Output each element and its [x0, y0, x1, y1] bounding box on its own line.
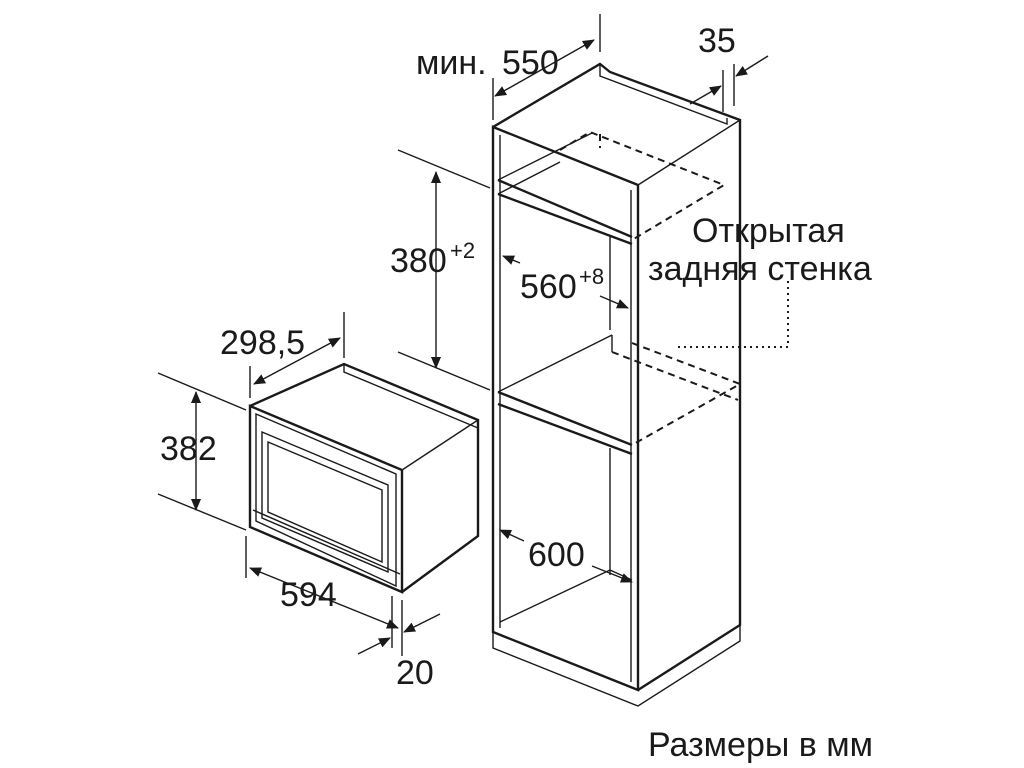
cabinet-plinth	[492, 625, 741, 707]
cabinet-top-back-lip	[599, 64, 728, 126]
open-back-upper-dashed	[559, 130, 727, 241]
mw-frame-label: 20	[396, 654, 434, 692]
niche-depth-prefix: мин.	[416, 44, 487, 82]
middle-shelf-side	[497, 334, 613, 393]
microwave-front-panel	[248, 404, 404, 594]
mw-width-label: 594	[280, 576, 337, 614]
mw-frame-arrow-left	[357, 637, 391, 655]
rear-gap-label: 35	[698, 22, 736, 60]
microwave-door	[261, 430, 389, 574]
mw-depth-extensions	[249, 312, 345, 398]
open-back-label-line2: задняя стенка	[648, 250, 872, 288]
cabinet-front-edge	[491, 125, 640, 692]
microwave-top-front-edge	[401, 419, 479, 471]
rear-gap-arrow-left	[689, 85, 722, 105]
microwave-window	[267, 440, 383, 564]
niche-height-tolerance: +2	[450, 238, 475, 263]
cabinet-width-arrow-right	[591, 565, 633, 583]
cabinet-top-front-edge	[637, 119, 741, 186]
niche-depth-arrow	[494, 39, 595, 97]
niche-width-label: 560	[520, 268, 577, 306]
niche-height-extensions	[397, 149, 491, 391]
microwave-top-edge	[343, 364, 479, 429]
open-back-leader	[678, 280, 789, 348]
microwave	[248, 362, 480, 594]
open-back-label-line1: Открытая	[692, 212, 845, 250]
lower-compartment-floor	[499, 569, 633, 623]
units-note: Размеры в мм	[648, 726, 873, 764]
upper-shelf-bottom	[497, 192, 633, 246]
middle-shelf-front	[497, 390, 633, 447]
cabinet-width-label: 600	[528, 536, 585, 574]
mw-height-label: 382	[160, 430, 217, 468]
cabinet-top-and-side	[492, 62, 742, 692]
rear-gap-extensions	[722, 64, 735, 112]
mw-height-extensions	[157, 372, 247, 531]
upper-shelf-front	[497, 178, 633, 239]
mw-depth-arrow	[253, 337, 341, 385]
microwave-dimensions	[157, 312, 441, 656]
tall-cabinet	[491, 62, 789, 707]
niche-height-label: 380	[390, 242, 447, 280]
mw-width-arrow	[249, 567, 399, 629]
cabinet-width-arrow-left	[499, 529, 525, 542]
mw-frame-arrow-right	[403, 613, 441, 633]
cabinet-dimensions	[397, 14, 769, 583]
niche-width-arrow-right	[599, 295, 629, 309]
mw-depth-label: 298,5	[220, 324, 305, 362]
mw-width-extensions	[245, 536, 403, 656]
open-back-lower-dashed	[611, 342, 743, 446]
niche-width-arrow-left	[502, 255, 521, 265]
niche-width-tolerance: +8	[579, 264, 604, 289]
microwave-bottom-strip	[252, 509, 401, 575]
niche-depth-label: 550	[502, 44, 559, 82]
rear-gap-arrow-right	[735, 55, 769, 77]
middle-shelf-bottom	[497, 402, 633, 456]
